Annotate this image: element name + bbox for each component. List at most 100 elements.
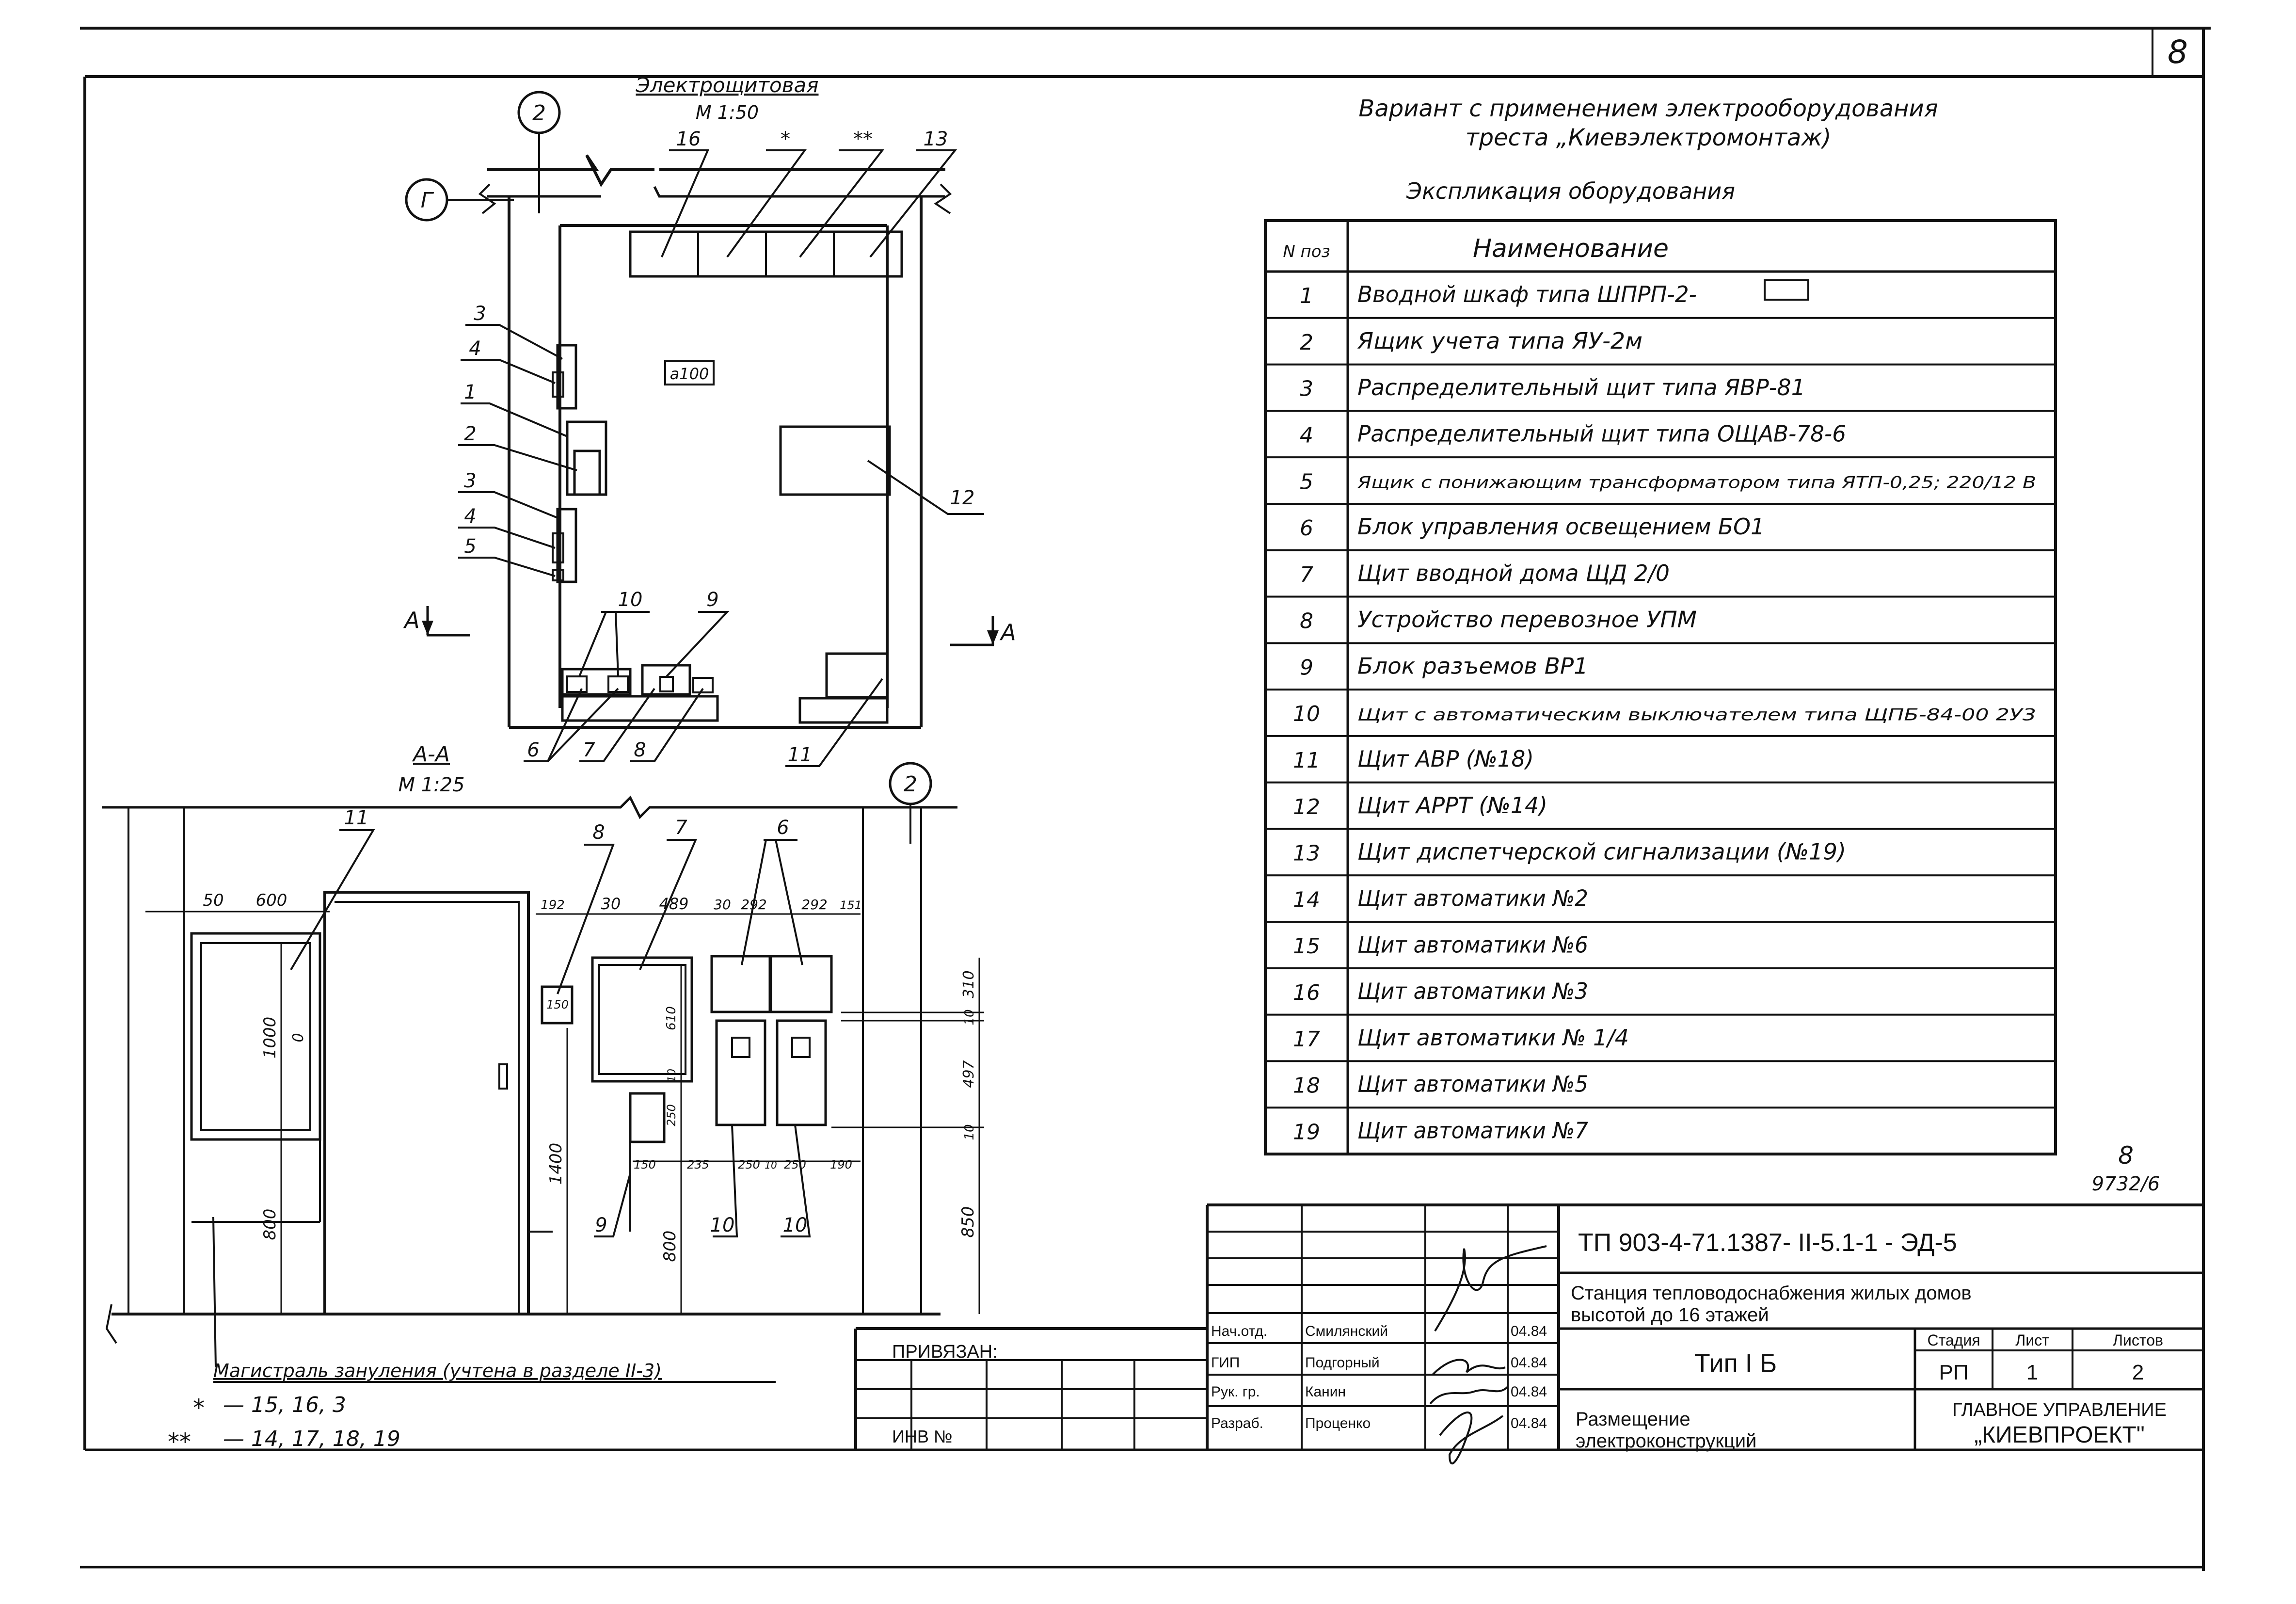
section-door: [323, 891, 553, 1315]
sheet-title-line2: электроконструкций: [1576, 1430, 1756, 1452]
explication-row: 3 Распределительный щит типа ЯВР-81: [1300, 374, 1805, 401]
explication-row-no: 12: [1293, 795, 1320, 819]
plan-callout-11: 11: [785, 678, 883, 767]
section-callout-8: 8: [557, 821, 615, 994]
explication-row-name: Щит диспетчерской сигнализации (№19): [1357, 839, 1846, 865]
svg-text:6: 6: [527, 739, 539, 761]
doc-code: ТП 903-4-71.1387- II-5.1-1 - ЭД-5: [1578, 1229, 1957, 1257]
explication-row-name: Щит с автоматическим выключателем типа Щ…: [1357, 705, 2036, 724]
svg-text:2: 2: [904, 772, 917, 797]
explication-row-no: 1: [1300, 284, 1313, 308]
explication-row-no: 7: [1300, 562, 1313, 587]
plan-room-tag: а100: [664, 360, 715, 385]
dim-inner-250c: 250: [784, 1158, 806, 1171]
legend-double-star: ** — 14, 17, 18, 19: [168, 1427, 400, 1456]
plan-bottom-equipment: [561, 664, 719, 722]
explication-row-name: Распределительный щит типа ЯВР-81: [1357, 374, 1805, 401]
explication-row-no: 13: [1293, 841, 1320, 866]
svg-text:А: А: [403, 607, 419, 633]
org-line1: ГЛАВНОЕ УПРАВЛЕНИЕ: [1952, 1400, 2167, 1420]
svg-text:**: **: [853, 128, 873, 150]
section-title: А-А: [412, 742, 450, 767]
plan-callout-single-star: *: [726, 128, 807, 258]
svg-text:11: 11: [344, 807, 369, 829]
signer-date: 04.84: [1511, 1323, 1547, 1339]
plan-callout-13: 13: [869, 128, 957, 258]
dim-right-10: 10: [962, 1009, 977, 1025]
dim-top-151: 151: [840, 898, 862, 912]
sheet-value: 1: [2026, 1361, 2038, 1384]
explication-row-name: Блок управления освещением БО1: [1357, 513, 1765, 540]
stage-value: РП: [1939, 1361, 1969, 1384]
archive-code-top: 8: [2118, 1141, 2134, 1170]
plan-callout-8: 8: [630, 688, 704, 762]
svg-text:7: 7: [675, 817, 687, 839]
explication-row-name: Щит вводной дома ЩД 2/0: [1357, 560, 1670, 586]
plan-left-equipment: [552, 344, 607, 583]
dim-left-800b: 800: [660, 1231, 680, 1262]
inv-label: ИНВ №: [892, 1427, 953, 1446]
section-panel-8: 150: [541, 985, 574, 1025]
explication-row-no: 15: [1293, 934, 1320, 959]
dim-inner-150: 150: [634, 1158, 656, 1171]
plan-panel-11: [798, 652, 889, 724]
dim-right-497: 497: [960, 1060, 977, 1088]
dim-top-30: 30: [601, 895, 621, 913]
sheet-frame: [80, 27, 2211, 1571]
org-line2: „КИЕВПРОЕКТ": [1974, 1422, 2145, 1448]
building-type: Тип I Б: [1694, 1349, 1777, 1378]
explication-row-name: Щит АРРТ (№14): [1357, 792, 1547, 818]
explication-row-no: 18: [1293, 1074, 1320, 1098]
section-scale: М 1:25: [398, 774, 464, 796]
signer-name: Подгорный: [1305, 1355, 1380, 1371]
section-panel-11: [190, 932, 321, 1223]
explication-row-no: 11: [1293, 748, 1320, 773]
section-callout-10a: 10: [710, 1124, 738, 1237]
svg-text:3: 3: [464, 470, 476, 492]
svg-text:**: **: [168, 1428, 191, 1456]
svg-text:10: 10: [783, 1214, 808, 1236]
plan-room-walls: [478, 154, 952, 729]
svg-text:*: *: [193, 1395, 205, 1422]
sheets-value: 2: [2132, 1361, 2144, 1384]
dim-top-30b: 30: [714, 897, 731, 913]
explication-row-no: 16: [1293, 980, 1320, 1005]
svg-text:а100: а100: [670, 365, 709, 383]
explication-row: 13 Щит диспетчерской сигнализации (№19): [1293, 839, 1846, 866]
svg-text:— 15, 16, 3: — 15, 16, 3: [223, 1393, 346, 1417]
dim-inner-10b: 10: [765, 1159, 777, 1171]
dim-inner-250: 250: [665, 1104, 678, 1126]
signatures: [1429, 1245, 1547, 1465]
plan-callout-3-upper: 3: [465, 303, 563, 360]
explication-row-name: Щит автоматики №7: [1357, 1117, 1588, 1143]
explication-row-name: Щит АВР (№18): [1357, 746, 1534, 772]
svg-text:16: 16: [676, 128, 701, 150]
svg-text:13: 13: [924, 128, 948, 150]
svg-text:9: 9: [595, 1214, 607, 1236]
svg-text:10: 10: [618, 589, 643, 611]
section-callout-6: 6: [741, 817, 803, 965]
explication-row-name: Устройство перевозное УПМ: [1357, 607, 1697, 633]
sheet-number: 8: [2168, 33, 2188, 71]
dim-inner-250b: 250: [738, 1158, 760, 1171]
variant-note-line1: Вариант с применением электрооборудовани…: [1358, 95, 1938, 122]
explication-row-name: Блок разъемов ВР1: [1357, 653, 1588, 679]
explication-row-no: 3: [1300, 377, 1313, 401]
plan-callout-9: 9: [666, 589, 730, 677]
plan-view: Электрощитовая М 1:50 2 Г: [403, 73, 1016, 767]
svg-text:1: 1: [464, 381, 476, 403]
plan-callout-7: 7: [579, 688, 655, 762]
dim-right-850: 850: [958, 1206, 978, 1238]
section-cut-marker-right: А: [950, 616, 1016, 646]
section-callout-11: 11: [290, 807, 375, 971]
svg-text:7: 7: [583, 739, 595, 761]
